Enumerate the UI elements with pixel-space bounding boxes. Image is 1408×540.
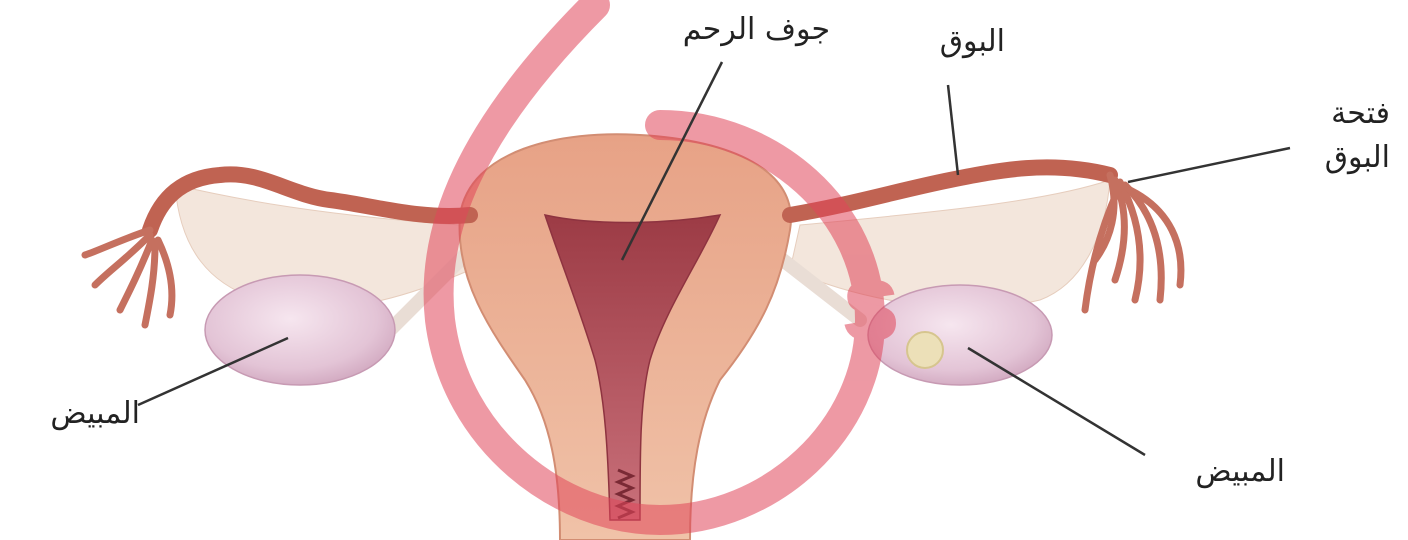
- label-ovary-left: المبيض: [5, 392, 140, 436]
- watermark-letter: S: [842, 263, 899, 359]
- follicle: [907, 332, 943, 368]
- label-ovary-right: المبيض: [1150, 450, 1285, 494]
- label-tube: البوق: [895, 20, 1005, 64]
- ovary-left: [205, 275, 395, 385]
- fimbriae-left: [85, 230, 172, 325]
- leader-tube: [948, 85, 958, 175]
- leader-tube-opening: [1128, 148, 1290, 182]
- leader-ovary-right: [968, 348, 1145, 455]
- label-uterine-cavity: جوف الرحم: [650, 8, 830, 52]
- label-tube-opening: فتحة البوق: [1280, 92, 1390, 180]
